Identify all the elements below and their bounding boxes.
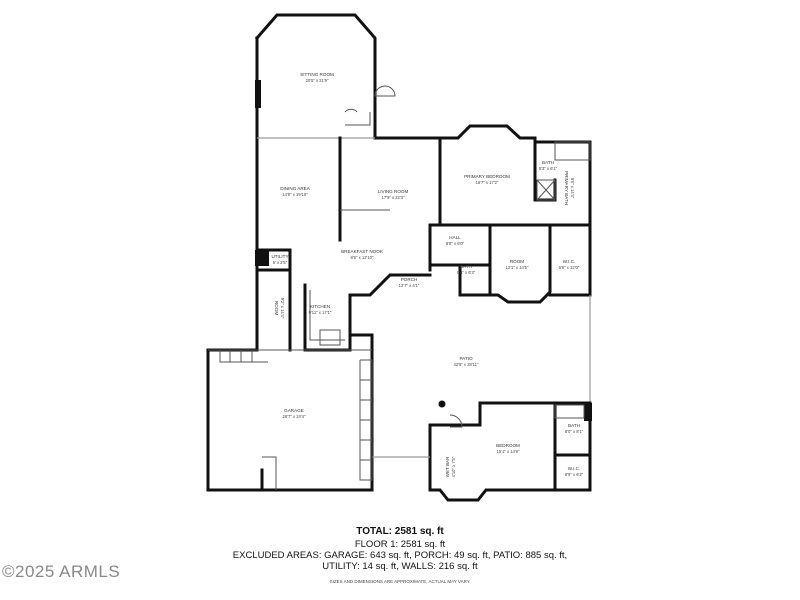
room-name-wetbar: WET BAR [445,456,450,478]
total-area: TOTAL: 2581 sq. ft [356,526,444,537]
room-name-kitchen: KITCHEN [310,304,330,309]
room-name-utility: UTILITY [271,254,288,259]
room-name-room2: ROOM [274,301,279,315]
room-dim-utility: 5' x 2'5" [273,260,288,265]
room-dim-patio: 42'8" x 28'11" [454,362,479,367]
disclaimer-note: SIZES AND DIMENSIONS ARE APPROXIMATE, AC… [329,579,471,584]
room-dim-kitchen: 9'11" x 17'1" [309,310,332,315]
room-name-living: LIVING ROOM [378,189,409,194]
room-dim-breakfast: 8'6" x 12'10" [351,255,374,260]
room-name-wic2: W.I.C. [568,466,581,471]
room-labels: SITTING ROOM 20'5" x 21'9" DINING AREA 1… [271,72,583,477]
fixtures [208,85,591,490]
room-name-room1: ROOM [510,259,524,264]
room-dim-living: 17'9" x 22'3" [382,195,405,200]
room-dim-wic1: 6'9" x 12'0" [559,265,580,270]
room-dim-bedroom: 15'1" x 14'8" [497,449,520,454]
room-name-bath1: BATH [542,160,554,165]
room-name-garage: GARAGE [284,408,304,413]
room-dim-bath2: 9'4" x 6'3" [457,270,476,275]
room-dim-wetbar: 4'10" x 7'5" [451,456,456,477]
room-name-wic1: W.I.C. [563,259,576,264]
excluded-areas-line2: UTILITY: 14 sq. ft, WALLS: 216 sq. ft [322,561,478,572]
room-name-primary-bedroom: PRIMARY BEDROOM [464,174,510,179]
room-name-hall: HALL [449,235,461,240]
excluded-areas-line1: EXCLUDED AREAS: GARAGE: 643 sq. ft, PORC… [232,550,568,561]
room-name-dining: DINING AREA [280,186,311,191]
room-dim-dining: 14'8" x 19'10" [282,192,308,197]
room-dim-primary-bedroom: 16'7" x 17'2" [476,180,499,185]
room-name-primary-bath: PRIMARY BATH [564,171,569,205]
room-name-patio: PATIO [459,356,473,361]
room-dim-bath1: 5'3" x 6'1" [539,166,558,171]
watermark: ©2025 ARMLS [2,562,121,581]
room-name-bath2: BATH [460,264,472,269]
room-dim-sitting: 20'5" x 21'9" [306,78,329,83]
room-dim-porch: 12'7" x 4'1" [399,283,420,288]
floor1-area: FLOOR 1: 2581 sq. ft [354,539,446,550]
walls [206,13,592,502]
room-dim-garage: 28'7" x 24'4" [283,414,306,419]
room-name-bath3: BATH [568,423,580,428]
room-dim-hall: 8'8" x 6'0" [446,241,465,246]
room-name-porch: PORCH [401,277,418,282]
room-name-breakfast: BREAKFAST NOOK [341,249,384,254]
room-dim-room1: 12'1" x 14'5" [506,265,529,270]
room-dim-primary-bath: 9'6" x 14'4" [570,178,575,199]
room-dim-wic2: 6'9" x 6'2" [565,472,584,477]
room-dim-room2: 9'2" x 14'4" [280,298,285,319]
room-name-bedroom: BEDROOM [496,443,520,448]
room-dim-bath3: 8'0" x 8'1" [565,429,584,434]
room-name-sitting: SITTING ROOM [300,72,334,77]
